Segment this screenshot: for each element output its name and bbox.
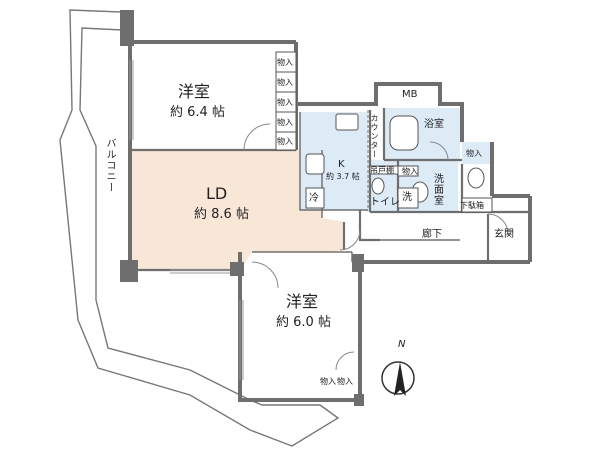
- storage-wet: [462, 142, 490, 164]
- fridge-label: 冷: [309, 193, 319, 204]
- kitchen-area: 約 3.7 帖: [326, 172, 360, 181]
- storage-label: 物入: [277, 58, 293, 67]
- windows: [129, 60, 244, 380]
- door-swings: [243, 123, 509, 371]
- western-room-2-name: 洋室: [286, 292, 319, 311]
- compass-north-label: N: [398, 339, 406, 350]
- balcony-outline: [59, 9, 340, 447]
- storage-label: 物入: [320, 377, 336, 386]
- ld-name: LD: [206, 184, 228, 203]
- hallway-label: 廊下: [422, 229, 442, 240]
- ld-floor: [130, 150, 344, 270]
- storage-label: 物入: [277, 78, 293, 87]
- storage-label: 物入: [466, 149, 482, 158]
- washroom-label: 洗面室: [434, 174, 444, 207]
- western-room-2-area: 約 6.0 帖: [276, 315, 331, 330]
- counter-label: カウンター: [370, 114, 379, 159]
- entrance-label: 玄関: [494, 229, 514, 240]
- hanging-cabinet-label: 吊戸棚: [370, 166, 394, 175]
- western-room-1-area: 約 6.4 帖: [170, 105, 225, 120]
- mb-label: MB: [402, 89, 418, 100]
- storage-label: 物入: [277, 98, 293, 107]
- washer-label: 洗: [402, 192, 412, 203]
- storage-label: 物入: [402, 167, 418, 176]
- storage-label: 物入: [277, 137, 293, 146]
- wall-blocks: [120, 10, 364, 406]
- western-room-1-name: 洋室: [178, 82, 211, 101]
- compass-icon: [381, 361, 415, 396]
- kitchen-name: K: [338, 159, 345, 170]
- fixtures: [305, 113, 493, 213]
- shoe-box-label: 下駄箱: [460, 201, 484, 210]
- ld-area: 約 8.6 帖: [194, 207, 249, 222]
- balcony-label: バルコニー: [104, 138, 115, 193]
- toilet-label: トイレ: [370, 197, 400, 208]
- storage-label: 物入: [337, 377, 353, 386]
- storage-label: 物入: [277, 118, 293, 127]
- storage-stack: [275, 51, 297, 151]
- bathroom-label: 浴室: [424, 119, 444, 130]
